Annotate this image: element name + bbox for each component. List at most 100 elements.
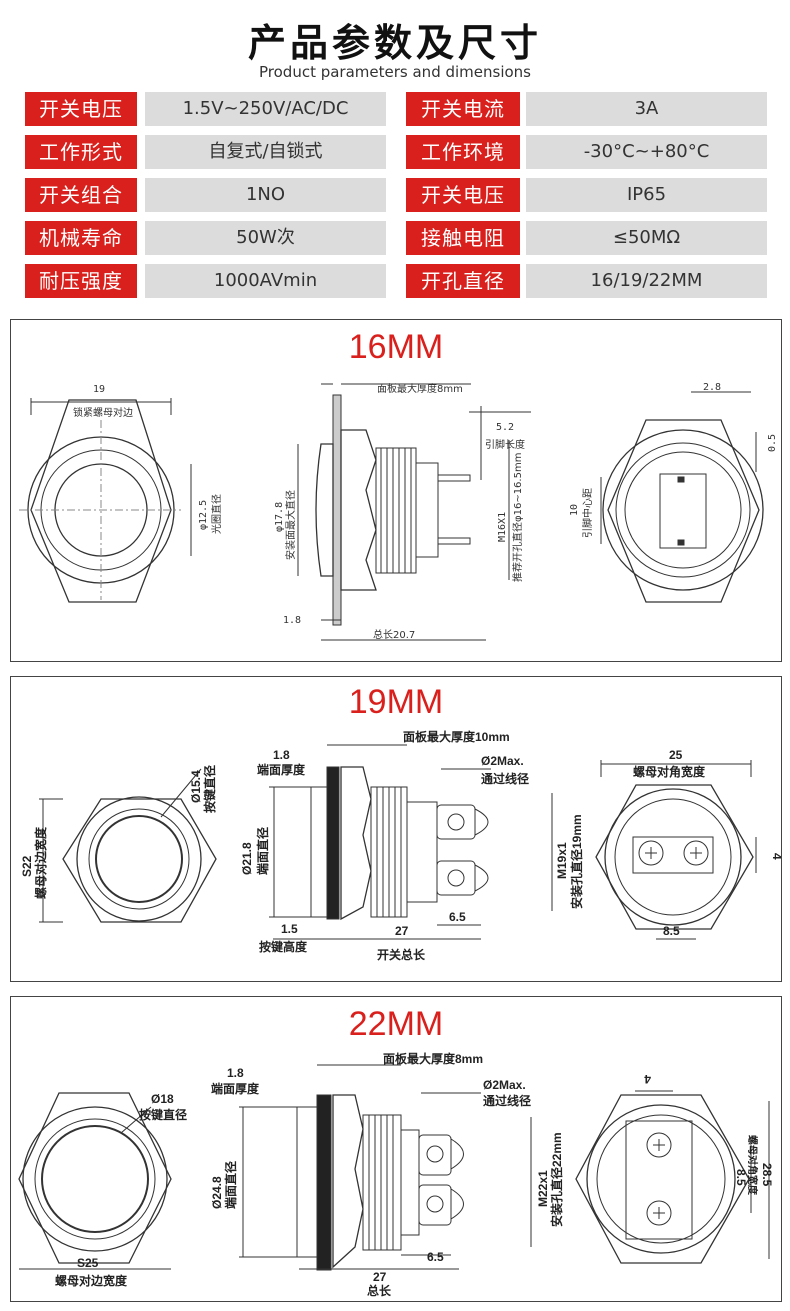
dim-terminal-length: 6.5 bbox=[449, 910, 466, 924]
dim-total-length: 27 bbox=[373, 1270, 387, 1284]
dim-hex-corner-label: 螺母对角宽度 bbox=[633, 764, 706, 779]
panel-16mm: 19 锁紧螺母对边 φ12.5 光圈直径 面板最大厚度8mm 5.2 引脚长度 … bbox=[10, 319, 782, 662]
dim-hex-width-label: 螺母对边宽度 bbox=[55, 1273, 128, 1288]
dim-ring-dia-label: 光圈直径 bbox=[210, 494, 223, 534]
dim-terminal-width: 4 bbox=[644, 1072, 651, 1086]
dim-hole-label: 安装孔直径19mm bbox=[569, 814, 584, 909]
dim-hex-width-label: 螺母对边宽度 bbox=[33, 826, 48, 899]
panel-title-16mm: 16MM bbox=[348, 328, 444, 366]
dim-thread: M16X1 bbox=[497, 512, 508, 542]
dim-wire: Ø2Max. bbox=[481, 754, 524, 768]
dim-pin-width: 2.8 bbox=[703, 382, 721, 393]
dim-button-dia-label: 按键直径 bbox=[139, 1107, 187, 1122]
panel-title-19mm: 19MM bbox=[348, 683, 444, 721]
param-label: 接触电阻 bbox=[406, 221, 520, 255]
dim-button-dia-label: 按键直径 bbox=[202, 765, 217, 813]
drawing-16mm: 19 锁紧螺母对边 φ12.5 光圈直径 面板最大厚度8mm 5.2 引脚长度 … bbox=[19, 382, 778, 641]
dim-terminal-pitch: 8.5 bbox=[663, 924, 680, 938]
dim-button-dia: Ø18 bbox=[151, 1092, 174, 1106]
front-view-19mm bbox=[39, 768, 217, 923]
dim-face-thick: 1.8 bbox=[227, 1066, 244, 1080]
dim-wire-label: 通过线径 bbox=[481, 771, 529, 786]
dim-thread: M19x1 bbox=[555, 842, 569, 879]
dim-wire-label: 通过线径 bbox=[483, 1093, 531, 1108]
param-value: 自复式/自锁式 bbox=[145, 135, 386, 169]
param-row: 耐压强度 1000AVmin 开孔直径 16/19/22MM bbox=[25, 264, 767, 298]
dim-button-height-label: 按键高度 bbox=[259, 939, 308, 954]
dim-total-length-label: 开关总长 bbox=[377, 947, 426, 962]
dim-face-dia-label: 端面直径 bbox=[255, 827, 270, 875]
dim-panel-thick: 面板最大厚度8mm bbox=[377, 382, 463, 395]
rear-view-22mm bbox=[575, 1090, 770, 1264]
param-row: 开关电压 1.5V~250V/AC/DC 开关电流 3A bbox=[25, 92, 767, 126]
dim-panel-thick: 面板最大厚度8mm bbox=[383, 1051, 483, 1066]
page-title: 产品参数及尺寸 bbox=[247, 21, 542, 65]
dim-pin-pitch-label: 引脚中心距 bbox=[581, 488, 594, 538]
dim-thread: M22x1 bbox=[536, 1170, 550, 1207]
dim-total-length-label: 总长 bbox=[367, 1283, 392, 1298]
param-label: 开关电流 bbox=[406, 92, 520, 126]
dim-ring-dia: φ12.5 bbox=[198, 500, 209, 530]
dim-face-dia-label: 安装面最大直径 bbox=[284, 490, 297, 560]
dim-face-dia: φ17.8 bbox=[274, 502, 285, 532]
side-view-22mm bbox=[239, 1064, 532, 1271]
dim-terminal-width: 4 bbox=[770, 853, 781, 860]
param-value: ≤50MΩ bbox=[526, 221, 767, 255]
param-value: -30°C~+80°C bbox=[526, 135, 767, 169]
page-subtitle: Product parameters and dimensions bbox=[259, 63, 531, 81]
param-value: 3A bbox=[526, 92, 767, 126]
rear-view-19mm bbox=[595, 760, 757, 940]
param-value: IP65 bbox=[526, 178, 767, 212]
dim-face-thick: 1.8 bbox=[283, 615, 301, 626]
panel-title-22mm: 22MM bbox=[348, 1005, 444, 1043]
param-row: 工作形式 自复式/自锁式 工作环境 -30°C~+80°C bbox=[25, 135, 767, 169]
param-label: 开关组合 bbox=[25, 178, 137, 212]
param-value: 1000AVmin bbox=[145, 264, 386, 298]
dim-face-dia: Ø21.8 bbox=[240, 842, 254, 875]
param-label: 工作环境 bbox=[406, 135, 520, 169]
dim-total-length: 总长20.7 bbox=[373, 628, 415, 641]
dim-terminal-length: 6.5 bbox=[427, 1250, 444, 1264]
dim-button-height: 1.5 bbox=[281, 922, 298, 936]
front-view-16mm bbox=[19, 398, 192, 603]
param-label: 开关电压 bbox=[25, 92, 137, 126]
param-row: 机械寿命 50W次 接触电阻 ≤50MΩ bbox=[25, 221, 767, 255]
param-label: 工作形式 bbox=[25, 135, 137, 169]
dim-total-length: 27 bbox=[395, 924, 409, 938]
dim-hex-width-label: 锁紧螺母对边 bbox=[73, 406, 133, 419]
param-value: 50W次 bbox=[145, 221, 386, 255]
dim-pin-pitch: 10 bbox=[569, 504, 580, 516]
dim-hole-label: 安装孔直径22mm bbox=[549, 1132, 564, 1227]
param-label: 开关电压 bbox=[406, 178, 520, 212]
dim-panel-thick: 面板最大厚度10mm bbox=[403, 729, 510, 744]
dim-terminal-pitch: 8.5 bbox=[734, 1169, 748, 1186]
drawing-22mm: Ø18 按键直径 S25 螺母对边宽度 1.8 bbox=[18, 1051, 774, 1298]
dim-face-thick-label: 端面厚度 bbox=[211, 1081, 260, 1096]
drawing-19mm: Ø15.4 按键直径 S22 螺母对边宽度 bbox=[20, 729, 781, 962]
panel-22mm: Ø18 按键直径 S25 螺母对边宽度 1.8 bbox=[10, 996, 782, 1302]
side-view-19mm bbox=[269, 744, 553, 940]
dim-face-dia: Ø24.8 bbox=[210, 1176, 224, 1209]
dim-pin-length: 5.2 bbox=[496, 422, 514, 433]
param-value: 1NO bbox=[145, 178, 386, 212]
panel-19mm: Ø15.4 按键直径 S22 螺母对边宽度 bbox=[10, 676, 782, 982]
dim-hex-width: S22 bbox=[20, 855, 34, 877]
param-row: 开关组合 1NO 开关电压 IP65 bbox=[25, 178, 767, 212]
dim-hex-width: 19 bbox=[93, 384, 105, 395]
dim-hex-corner: 28.5 bbox=[760, 1163, 774, 1187]
side-view-16mm bbox=[297, 383, 531, 641]
front-view-22mm bbox=[18, 1092, 172, 1270]
param-label: 开孔直径 bbox=[406, 264, 520, 298]
dim-face-thick-label: 端面厚度 bbox=[257, 762, 306, 777]
dim-hex-corner: 25 bbox=[669, 748, 683, 762]
param-value: 1.5V~250V/AC/DC bbox=[145, 92, 386, 126]
dim-hex-width: S25 bbox=[77, 1256, 99, 1270]
dim-hole-label: 推荐开孔直径φ16~16.5mm bbox=[511, 453, 524, 582]
dim-hex-corner-label: 螺母对角宽度 bbox=[746, 1135, 759, 1196]
dim-button-dia: Ø15.4 bbox=[189, 770, 203, 803]
param-label: 耐压强度 bbox=[25, 264, 137, 298]
dim-face-dia-label: 端面直径 bbox=[223, 1161, 238, 1209]
dim-pin-thickness: 0.5 bbox=[767, 434, 778, 452]
dim-face-thick: 1.8 bbox=[273, 748, 290, 762]
dim-wire: Ø2Max. bbox=[483, 1078, 526, 1092]
